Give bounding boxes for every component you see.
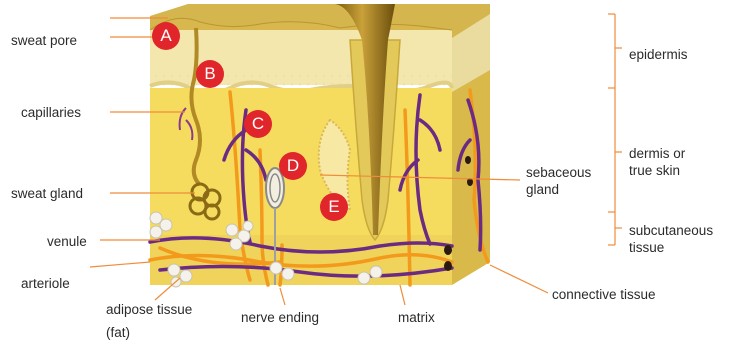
marker-a: A — [152, 22, 180, 50]
marker-e: E — [320, 193, 348, 221]
label-sweat-pore: sweat pore — [11, 32, 77, 49]
label-arteriole: arteriole — [21, 275, 70, 292]
label-adipose-tissue: adipose tissue — [106, 301, 192, 318]
label-fat: (fat) — [106, 324, 130, 341]
label-matrix: matrix — [398, 309, 435, 326]
label-nerve-ending: nerve ending — [241, 309, 319, 326]
marker-b: B — [196, 60, 224, 88]
marker-c: C — [244, 110, 272, 138]
label-subcutaneous: subcutaneous tissue — [629, 222, 724, 256]
label-dermis: dermis or true skin — [629, 145, 709, 179]
label-epidermis: epidermis — [629, 46, 688, 63]
label-connective-tissue: connective tissue — [552, 286, 656, 303]
label-venule: venule — [47, 233, 87, 250]
marker-d: D — [279, 152, 307, 180]
label-sweat-gland: sweat gland — [11, 185, 83, 202]
layer-bracket — [608, 14, 622, 245]
label-sebaceous-gland: sebaceous gland — [526, 164, 606, 198]
label-capillaries: capillaries — [21, 104, 81, 121]
